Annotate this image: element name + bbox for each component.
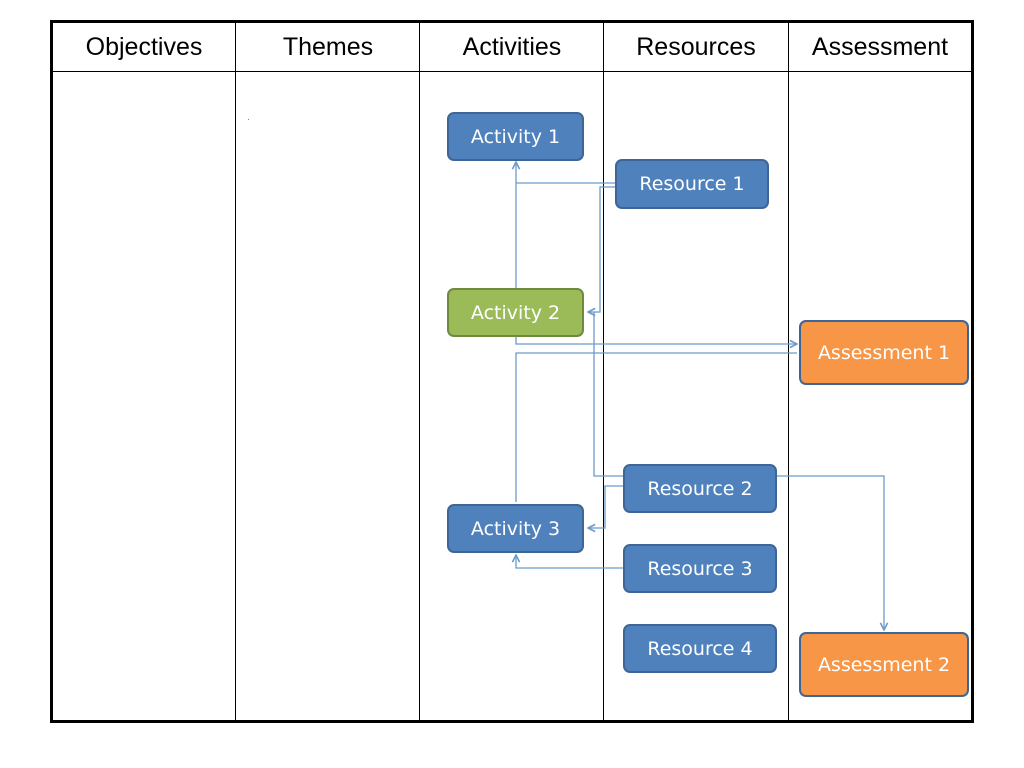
column-header-themes: Themes — [282, 32, 374, 61]
connector-resource2-activity3 — [588, 485, 623, 528]
connector-activity2-resource2 — [593, 312, 623, 477]
assessment-1-box[interactable]: Assessment 1 — [799, 320, 969, 385]
column-divider — [788, 23, 789, 720]
planning-table: Objectives Themes Activities Resources A… — [50, 20, 974, 723]
column-header-objectives: Objectives — [85, 32, 203, 61]
column-header-activities: Activities — [462, 32, 562, 61]
connector-resource2-assessment2 — [776, 475, 884, 630]
resource-4-box[interactable]: Resource 4 — [623, 624, 777, 673]
column-divider — [603, 23, 604, 720]
assessment-2-box[interactable]: Assessment 2 — [799, 632, 969, 697]
table-header-row — [53, 23, 971, 72]
column-divider — [235, 23, 236, 720]
connector-activity3-assessment1 — [515, 352, 797, 502]
resource-3-box[interactable]: Resource 3 — [623, 544, 777, 593]
activity-2-box[interactable]: Activity 2 — [447, 288, 584, 337]
column-divider — [419, 23, 420, 720]
stray-dot-mark — [248, 119, 249, 120]
connector-resource1-activity1 — [516, 162, 615, 184]
connector-resource3-activity3 — [516, 555, 623, 569]
resource-1-box[interactable]: Resource 1 — [615, 159, 769, 209]
column-header-assessment: Assessment — [811, 32, 949, 61]
activity-3-box[interactable]: Activity 3 — [447, 504, 584, 553]
connector-resource1-activity2 — [588, 186, 615, 312]
activity-1-box[interactable]: Activity 1 — [447, 112, 584, 161]
column-header-resources: Resources — [636, 32, 756, 61]
connector-activity1-assessment1 — [515, 183, 797, 344]
resource-2-box[interactable]: Resource 2 — [623, 464, 777, 513]
